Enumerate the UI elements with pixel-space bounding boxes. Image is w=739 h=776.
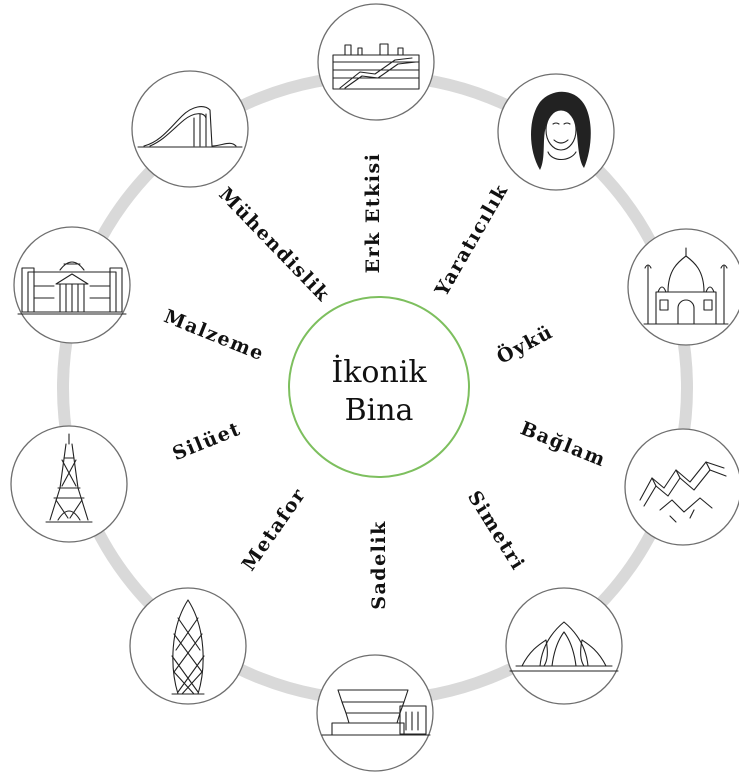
modern-building-icon xyxy=(332,43,420,90)
label-erk-etkisi: Erk Etkisi xyxy=(362,153,384,274)
label-oyku: Öykü xyxy=(493,320,557,369)
guggenheim-museum-icon xyxy=(321,689,431,736)
node-eiffel-tower xyxy=(10,425,128,543)
node-gherkin-tower xyxy=(129,587,247,705)
node-deconstructivist-building xyxy=(624,428,739,546)
node-lotus-temple xyxy=(505,587,623,705)
woman-portrait-icon xyxy=(531,91,591,170)
label-simetri: Simetri xyxy=(463,487,529,575)
node-guggenheim-museum xyxy=(316,654,434,772)
label-muhendislik: Mühendislik xyxy=(214,183,334,306)
center-title-line2: Bina xyxy=(345,393,414,428)
node-woman-portrait xyxy=(497,73,615,191)
taj-mahal-icon xyxy=(643,247,729,325)
node-reichstag xyxy=(13,226,131,344)
node-taj-mahal xyxy=(627,228,739,346)
label-baglam: Bağlam xyxy=(517,417,609,471)
center-title-line1: İkonik xyxy=(331,354,427,390)
eiffel-tower-icon xyxy=(45,433,93,523)
label-siluet: Silüet xyxy=(169,418,244,465)
center-hub: İkonik Bina xyxy=(288,296,470,478)
label-metafor: Metafor xyxy=(238,484,311,575)
gherkin-tower-icon xyxy=(171,599,205,695)
label-malzeme: Malzeme xyxy=(161,305,268,365)
lotus-temple-icon xyxy=(509,621,619,672)
reichstag-icon xyxy=(17,261,127,315)
node-modern-building xyxy=(317,3,435,121)
deconstructivist-building-icon xyxy=(639,461,727,523)
center-circle xyxy=(288,296,470,478)
label-yaraticilik: Yaratıcılık xyxy=(430,180,512,301)
curved-cultural-center-icon xyxy=(137,106,243,148)
label-sadelik: Sadelik xyxy=(368,520,390,610)
node-curved-cultural-center xyxy=(131,70,249,188)
